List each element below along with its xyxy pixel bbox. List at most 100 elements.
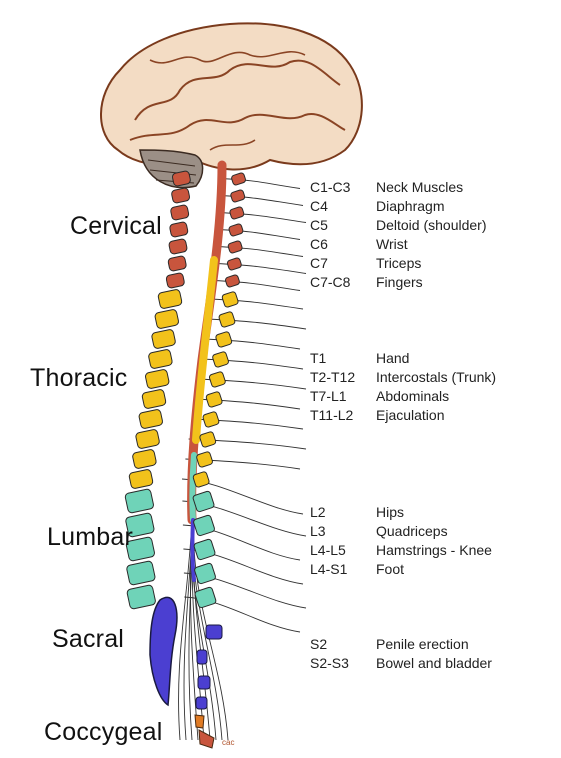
vertebra-body (171, 187, 191, 204)
nerve-function: Quadriceps (376, 523, 448, 539)
nerve-row: T7-L1 Abdominals (310, 387, 496, 406)
vertebra-body (138, 409, 163, 429)
vertebra-process (227, 240, 243, 254)
nerve-function: Triceps (376, 255, 422, 271)
nerve-level: C6 (310, 236, 328, 252)
vertebra-body (170, 204, 190, 221)
nerve-row: T2-T12 Intercostals (Trunk) (310, 368, 496, 387)
vertebra-process (229, 206, 245, 220)
vertebra-process (192, 490, 215, 513)
vertebra-body (128, 469, 154, 489)
sacrum (149, 596, 178, 707)
vertebra-process (196, 451, 213, 468)
nerve-function: Hips (376, 504, 405, 520)
nerve-level: T1 (310, 350, 327, 366)
vertebra-body (126, 560, 156, 586)
nerve-function: Abdominals (376, 388, 450, 404)
vertebra-body (165, 272, 185, 289)
nerve-level: T11-L2 (310, 407, 354, 423)
region-label-lumbar: Lumbar (47, 523, 133, 551)
vertebral-column (124, 170, 247, 710)
vertebra-process (226, 257, 242, 271)
vertebra-process (202, 411, 220, 428)
nerve-level: T2-T12 (310, 369, 356, 385)
region-label-coccygeal: Coccygeal (44, 718, 163, 746)
nerve-function: Penile erection (376, 636, 469, 652)
vertebra-process (230, 189, 246, 203)
sacral-segment (196, 649, 208, 665)
nerve-level: C1-C3 (310, 179, 351, 195)
vertebra-body (125, 536, 155, 562)
vertebra-process (218, 311, 236, 328)
nerve-fiber (219, 195, 304, 206)
sacral-segment (197, 675, 211, 690)
nerve-fiber (215, 263, 307, 274)
vertebra-process (228, 223, 244, 237)
nerve-fiber (216, 246, 304, 257)
vertebra-body (171, 170, 191, 187)
nerve-row: S2 Penile erection (310, 635, 492, 654)
nerve-row: C7 Triceps (310, 254, 487, 273)
nerve-function: Fingers (376, 274, 423, 290)
nerve-level: C7-C8 (310, 274, 351, 290)
nerve-function: Bowel and bladder (376, 655, 492, 671)
nerve-level: L4-S1 (310, 561, 348, 577)
vertebra-process (194, 562, 216, 585)
vertebra-process (221, 291, 239, 308)
vertebra-process (199, 431, 217, 448)
vertebra-process (225, 274, 240, 288)
nerve-fiber (210, 298, 304, 310)
vertebra-process (212, 351, 229, 368)
nerve-function: Neck Muscles (376, 179, 464, 195)
nerve-level: S2 (310, 636, 328, 652)
sacral-segment (205, 624, 223, 640)
artist-signature: cac (222, 738, 235, 747)
nerve-function: Intercostals (Trunk) (376, 369, 497, 385)
nerve-function: Ejaculation (376, 407, 445, 423)
vertebra-process (215, 331, 233, 348)
coccyx (194, 714, 215, 749)
nerve-fiber (217, 229, 301, 240)
nerve-level: C7 (310, 255, 328, 271)
nerve-level: S2-S3 (310, 655, 349, 671)
nerve-function: Deltoid (shoulder) (376, 217, 487, 233)
nerve-level: C4 (310, 198, 328, 214)
sacral-nerve-list: S2 Penile erection S2-S3 Bowel and bladder (310, 635, 492, 673)
vertebra-process (205, 391, 223, 408)
vertebra-body (168, 238, 188, 255)
nerve-function: Hamstrings - Knee (376, 542, 492, 558)
vertebra-body (135, 429, 160, 449)
nerve-level: T7-L1 (310, 388, 347, 404)
nerve-row: L3 Quadriceps (310, 522, 492, 541)
vertebra-body (154, 309, 179, 329)
nerve-row: S2-S3 Bowel and bladder (310, 654, 492, 673)
vertebra-body (132, 449, 157, 469)
cauda-equina-fiber (178, 519, 193, 741)
vertebra-process (231, 172, 247, 186)
vertebra-body (157, 289, 183, 309)
region-label-cervical: Cervical (70, 212, 162, 240)
vertebra-process (193, 538, 216, 561)
vertebra-body (169, 221, 189, 238)
region-label-sacral: Sacral (52, 625, 125, 653)
vertebra-body (167, 255, 187, 272)
nerve-fiber (219, 178, 301, 189)
spinal-cord-icon (187, 160, 227, 582)
nerve-row: T11-L2 Ejaculation (310, 406, 496, 425)
nerve-fiber (218, 212, 307, 223)
nerve-level: L3 (310, 523, 326, 539)
vertebra-body (141, 389, 167, 409)
vertebra-body (124, 488, 154, 514)
vertebra-process (208, 371, 226, 388)
nerve-fiber (213, 280, 301, 291)
